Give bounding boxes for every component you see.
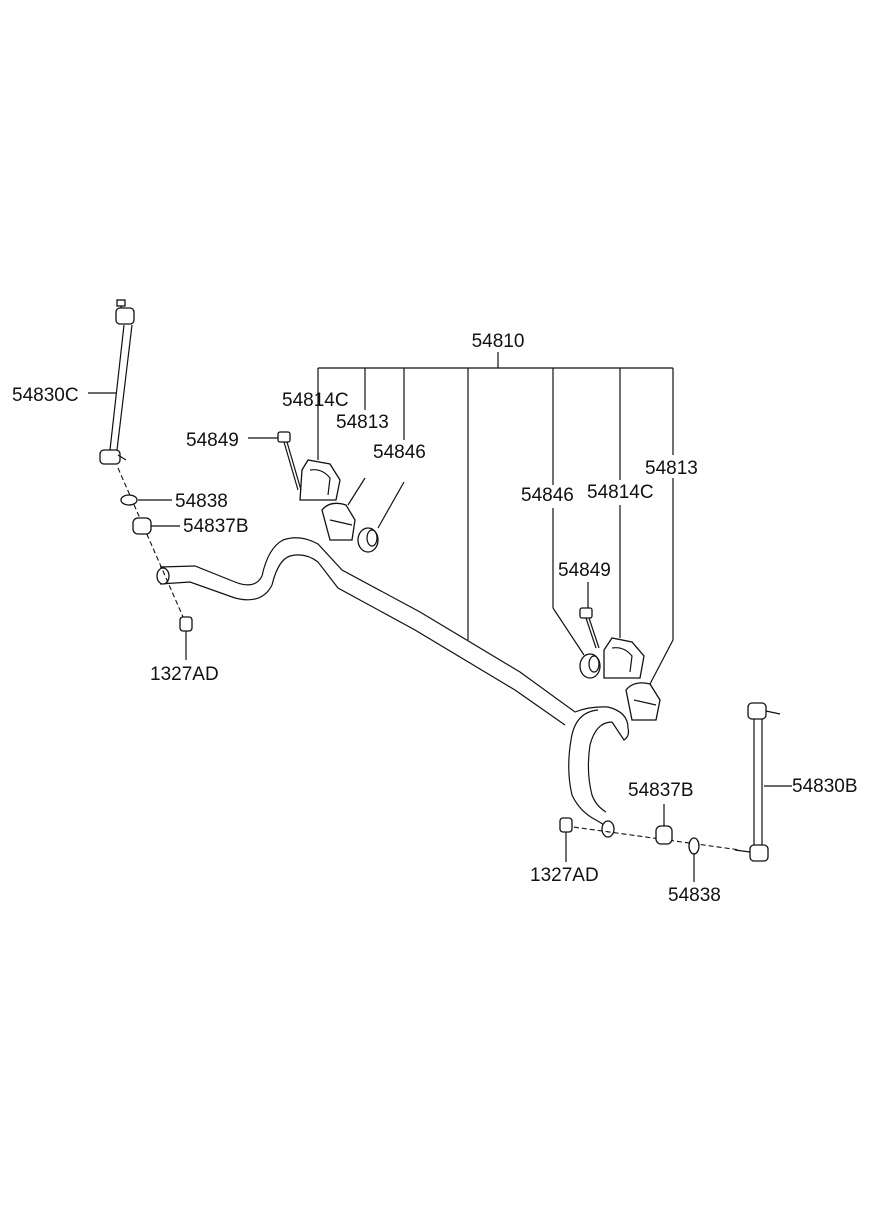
nut-right — [559, 817, 573, 833]
label-bush-left: 54837B — [183, 516, 249, 537]
bracket-left — [299, 459, 341, 501]
label-bolt-right: 54849 — [558, 560, 611, 581]
bolt-right — [579, 607, 600, 649]
label-bushing-left: 54813 — [336, 412, 389, 433]
label-bushing-right: 54813 — [645, 458, 698, 479]
washer-right — [688, 837, 700, 855]
label-bush-right: 54837B — [628, 780, 694, 801]
bar-end-eye-left — [156, 567, 170, 585]
label-assembly: 54810 — [472, 331, 525, 352]
bushing-right — [625, 682, 661, 721]
stabilizer-link-right — [734, 702, 781, 862]
collar-right — [579, 653, 601, 679]
bushing-left — [321, 502, 356, 541]
label-washer-left: 54838 — [175, 491, 228, 512]
bolt-left — [277, 431, 302, 491]
nut-left — [179, 616, 193, 632]
label-bracket-left: 54814C — [282, 390, 349, 411]
bracket-right — [603, 637, 645, 679]
label-bracket-right: 54814C — [587, 482, 654, 503]
washer-left — [120, 494, 138, 506]
label-collar-left: 54846 — [373, 442, 426, 463]
label-nut-right: 1327AD — [530, 865, 599, 886]
bar-end-eye-right — [601, 820, 615, 838]
stabilizer-bar — [156, 537, 630, 838]
label-bolt-left: 54849 — [186, 430, 239, 451]
assembly-leader — [317, 352, 674, 640]
collar-left — [357, 527, 379, 553]
label-washer-right: 54838 — [668, 885, 721, 906]
bush-right — [655, 825, 673, 845]
bush-left — [132, 517, 152, 535]
label-collar-right: 54846 — [521, 485, 574, 506]
label-link-left: 54830C — [12, 385, 79, 406]
label-nut-left: 1327AD — [150, 664, 219, 685]
label-link-right: 54830B — [792, 776, 858, 797]
stabilizer-link-left — [99, 299, 135, 465]
